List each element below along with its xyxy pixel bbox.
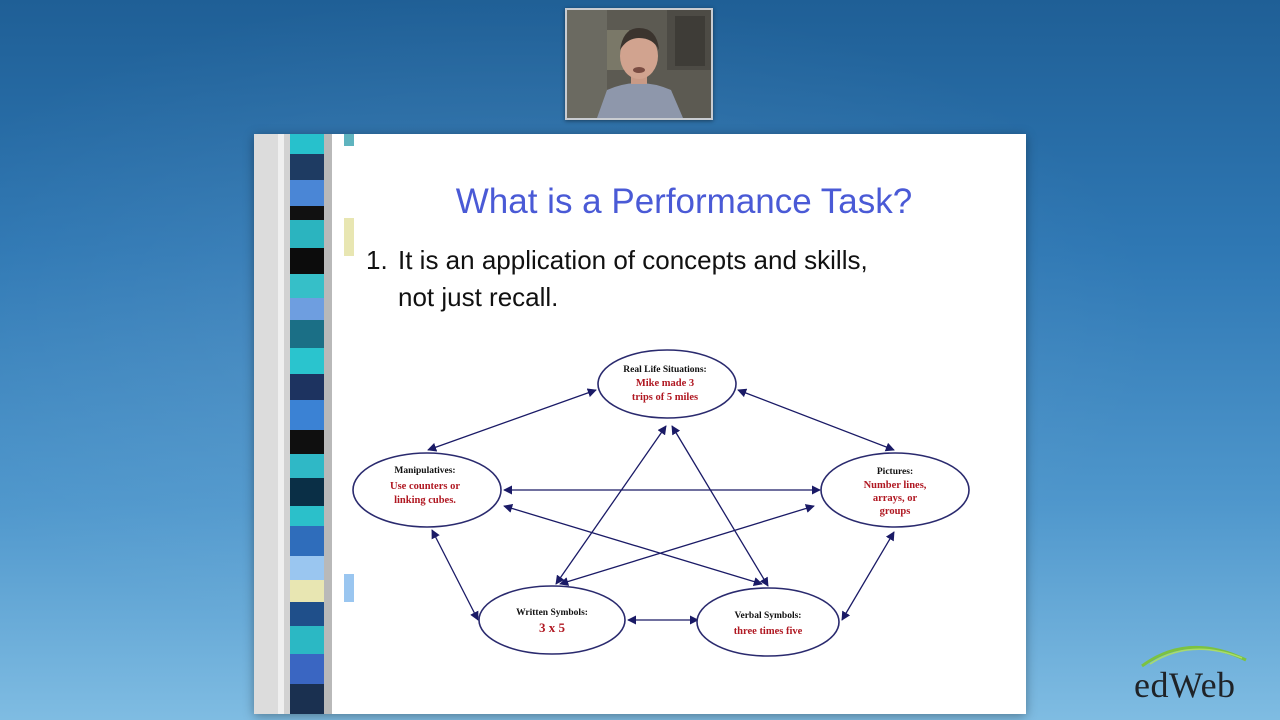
presentation-slide: What is a Performance Task? 1. It is an … [254,134,1026,714]
node-written-title: Written Symbols: [516,608,588,618]
bullet-text-line-2: not just recall. [398,282,559,312]
node-pictures-body-1: Number lines, [864,480,927,491]
node-verbal-symbols: Verbal Symbols: three times five [696,587,840,657]
node-real-life-body-2: trips of 5 miles [632,392,698,403]
slide-title: What is a Performance Task? [455,182,913,221]
node-real-life-situations: Real Life Situations: Mike made 3 trips … [597,349,737,419]
node-pictures-title: Pictures: [877,467,913,477]
bullet-text: It is an application of concepts and ski… [398,242,998,316]
node-verbal-body: three times five [734,626,803,637]
arrow-manipulatives-verbal [503,504,763,586]
node-pictures-body-3: groups [880,506,911,517]
bullet-text-line-1: It is an application of concepts and ski… [398,245,868,275]
node-written-symbols: Written Symbols: 3 x 5 [478,585,626,655]
node-written-body: 3 x 5 [539,620,566,635]
bullet-number: 1. [366,245,388,275]
node-manipulatives-body-2: linking cubes. [394,495,456,506]
edweb-logo-text: edWeb [1134,665,1236,705]
arrow-manipulatives-written [431,529,479,621]
arrow-real-life-verbal [671,425,769,587]
node-verbal-title: Verbal Symbols: [735,611,802,621]
arrow-real-life-manipulatives [427,388,597,452]
node-real-life-title: Real Life Situations: [623,365,706,375]
representation-diagram: Real Life Situations: Mike made 3 trips … [352,349,970,657]
logo-arc-icon [1141,645,1247,668]
arrow-pictures-verbal [841,531,895,621]
arrow-real-life-written [555,425,667,585]
node-real-life-body-1: Mike made 3 [636,378,694,389]
edweb-logo: edWeb [1130,638,1270,708]
node-pictures-body-2: arrays, or [873,493,918,504]
slide-decorative-strip [254,134,354,714]
node-manipulatives-title: Manipulatives: [394,466,455,476]
presenter-webcam [565,8,713,120]
node-pictures: Pictures: Number lines, arrays, or group… [820,452,970,528]
node-manipulatives: Manipulatives: Use counters or linking c… [352,452,502,528]
node-manipulatives-body-1: Use counters or [390,481,460,492]
arrow-pictures-written [559,504,815,586]
arrow-real-life-pictures [737,388,895,452]
